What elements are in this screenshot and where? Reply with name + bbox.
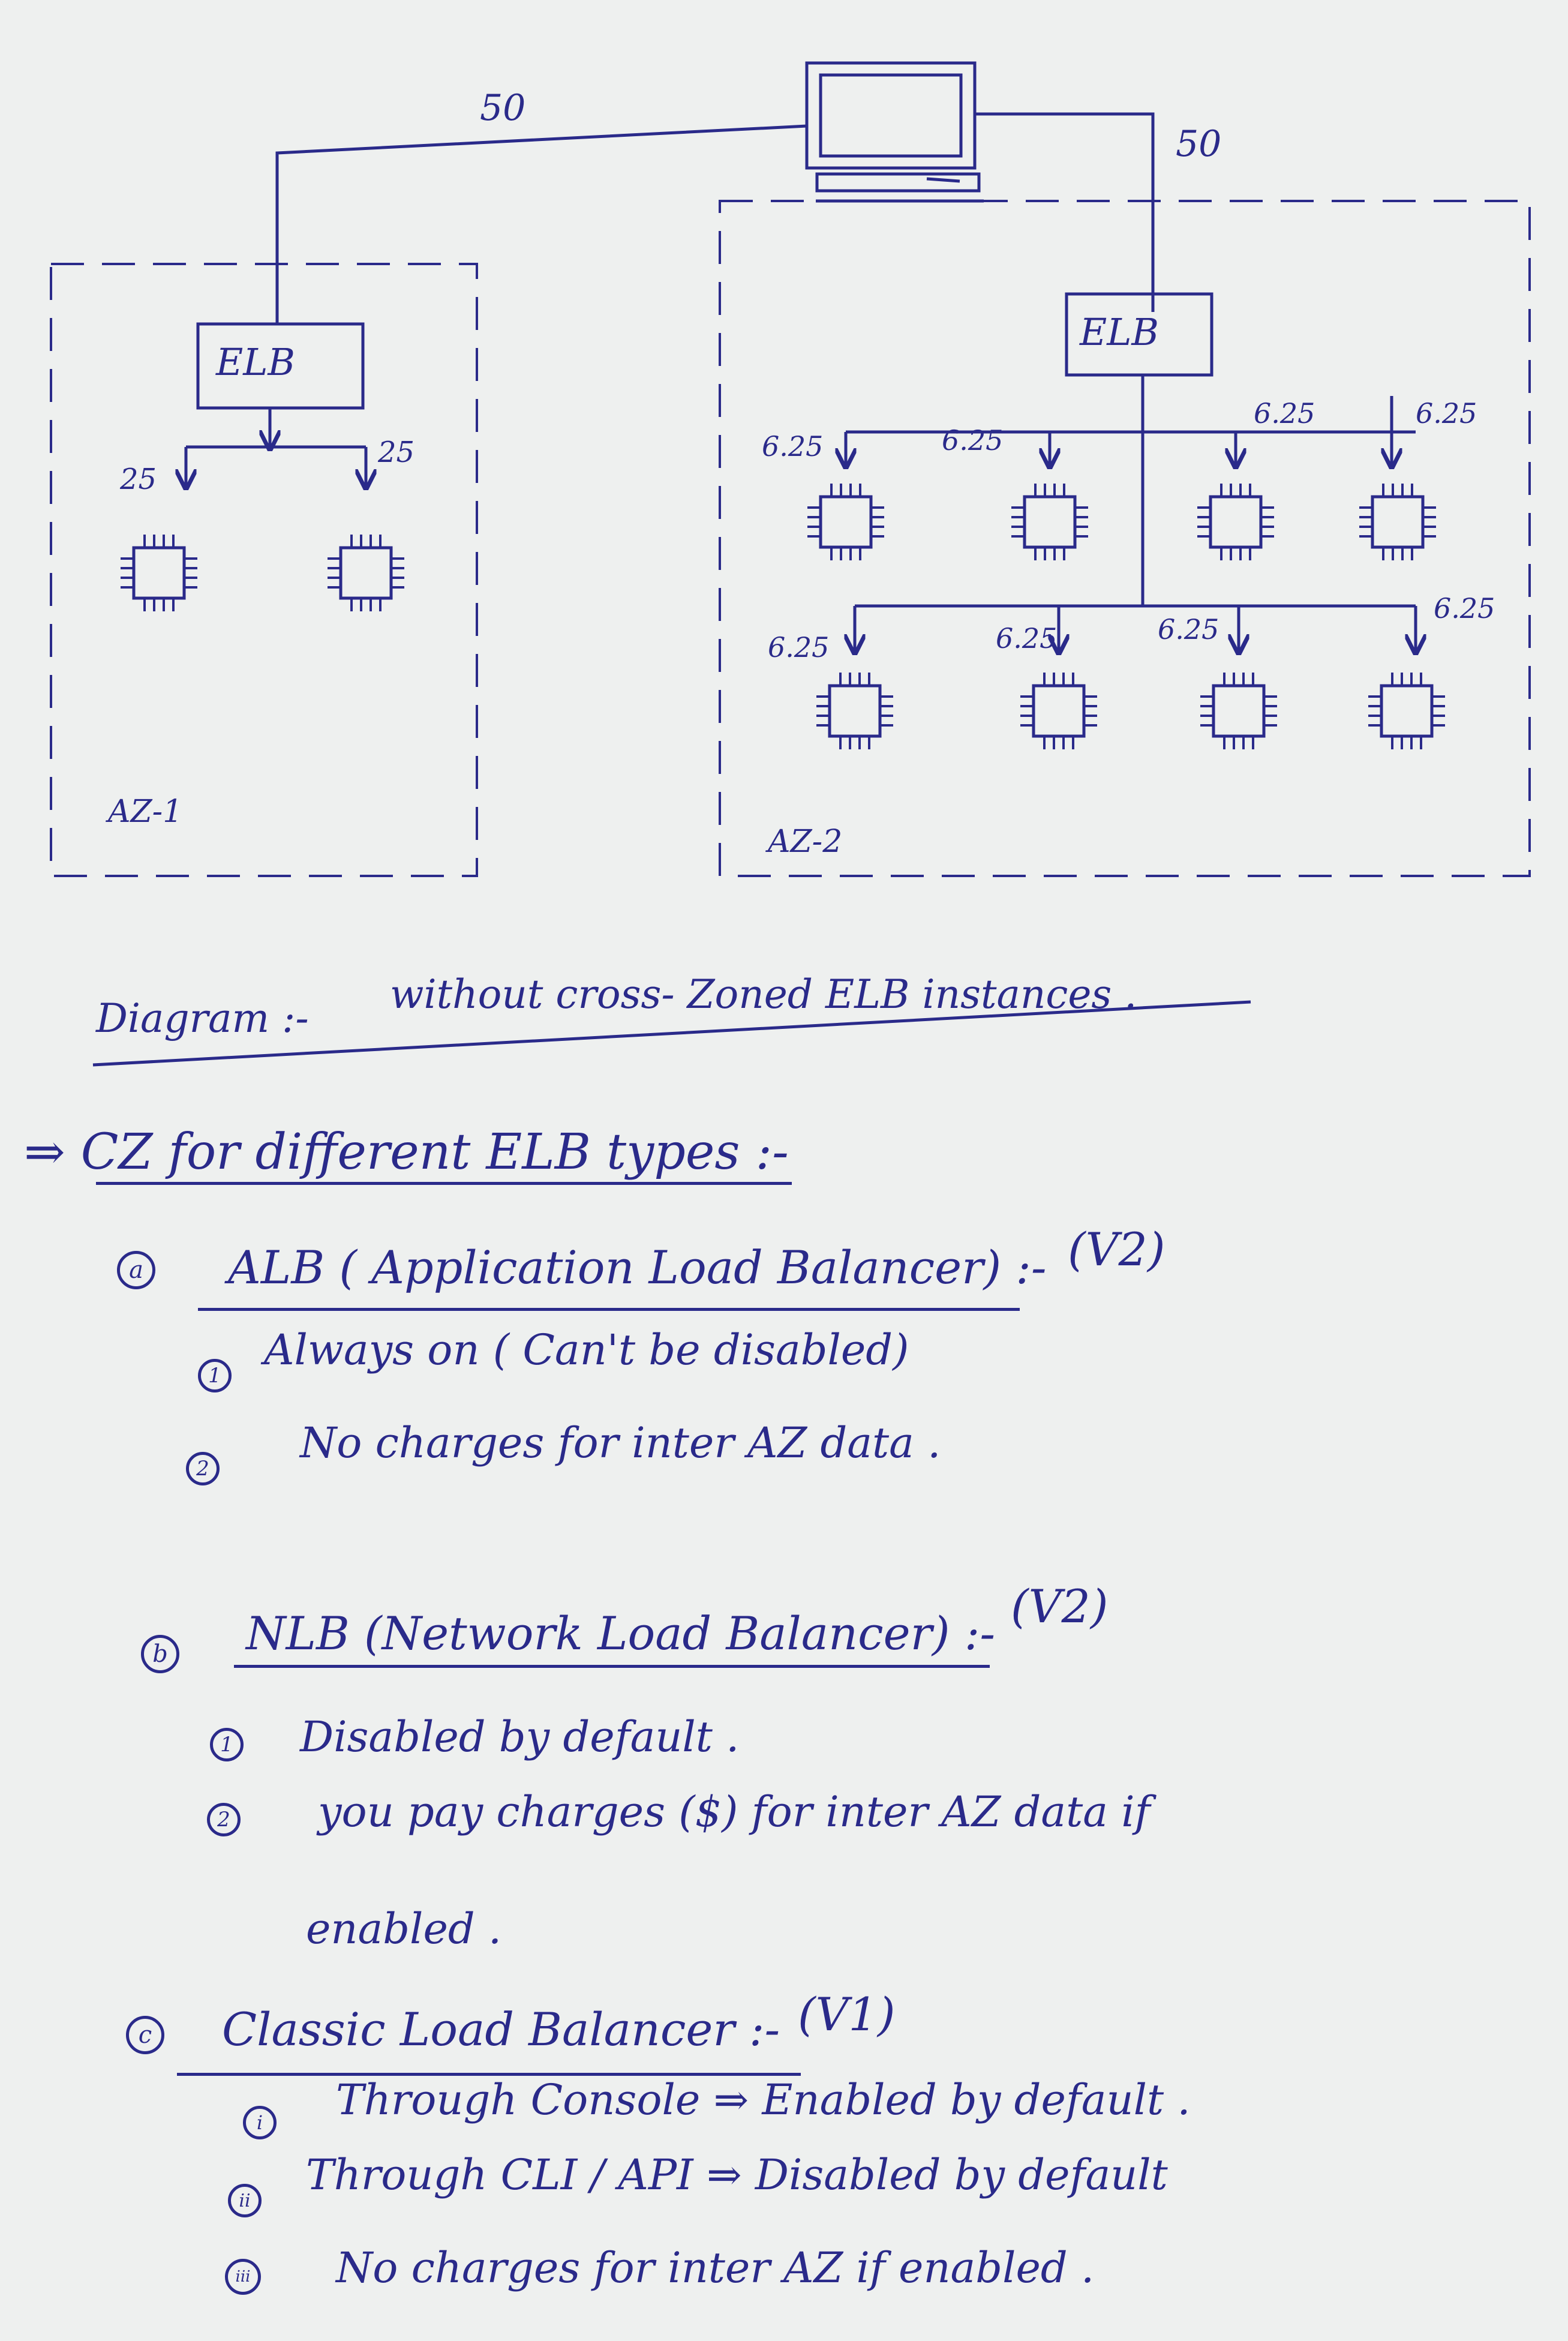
zone2-row1-label: 6.25 <box>1416 397 1477 430</box>
section-c-item-3: No charges for inter AZ if enabled . <box>336 2243 1095 2292</box>
section-b-item-marker: 2 <box>207 1803 241 1836</box>
section-a-item-marker: 2 <box>186 1452 220 1485</box>
section-b-item-1: Disabled by default . <box>300 1712 740 1761</box>
zone2-links <box>846 375 1416 651</box>
section-c-title: Classic Load Balancer :- <box>222 2003 780 2056</box>
link-label-left: 50 <box>480 87 525 129</box>
section-b-underline <box>234 1665 990 1668</box>
zone1-link-label: 25 <box>377 436 414 469</box>
section-a-item-2: No charges for inter AZ data . <box>300 1418 941 1467</box>
caption-underline <box>92 1000 1251 1067</box>
section-a-item-marker: 1 <box>198 1359 232 1392</box>
diagram-caption-prefix: Diagram :- <box>95 995 309 1042</box>
heading-underline <box>96 1182 792 1185</box>
notes-heading: ⇒ CZ for different ELB types :- <box>24 1124 789 1181</box>
section-a-version: (V2) <box>1068 1223 1166 1276</box>
section-b-item-marker: 1 <box>210 1728 244 1761</box>
diagram-caption: without cross- Zoned ELB instances . <box>390 971 1137 1018</box>
section-b-item-2: you pay charges ($) for inter AZ data if <box>318 1787 1151 1836</box>
zone1-link-label: 25 <box>119 463 157 496</box>
section-a-item-1: Always on ( Can't be disabled) <box>264 1325 909 1374</box>
section-b-marker: b <box>141 1635 179 1673</box>
zone2-row1-label: 6.25 <box>1254 397 1315 430</box>
zone2-row2-label: 6.25 <box>996 622 1057 655</box>
availability-zone-2-boundary <box>719 200 1531 877</box>
section-a-title: ALB ( Application Load Balancer) :- <box>228 1241 1047 1294</box>
zone2-row1-label: 6.25 <box>762 430 823 463</box>
zone1-links <box>186 408 366 486</box>
section-b-item-2-continuation: enabled . <box>306 1904 502 1953</box>
link-label-right: 50 <box>1176 123 1221 165</box>
section-c-marker: c <box>126 2016 164 2054</box>
section-c-underline <box>177 2073 801 2076</box>
section-b-title: NLB (Network Load Balancer) :- <box>246 1607 996 1660</box>
section-c-item-marker: ii <box>228 2184 262 2217</box>
zone1-label: AZ-1 <box>106 794 182 830</box>
zone2-row2-label: 6.25 <box>768 631 829 664</box>
zone2-label: AZ-2 <box>765 824 842 860</box>
section-c-item-2: Through CLI / API ⇒ Disabled by default <box>306 2150 1168 2199</box>
section-c-version: (V1) <box>798 1988 896 2041</box>
section-b-version: (V2) <box>1011 1580 1109 1633</box>
zone2-row1-label: 6.25 <box>942 424 1003 457</box>
zone1-elb-box <box>196 322 365 410</box>
section-c-item-1: Through Console ⇒ Enabled by default . <box>336 2075 1191 2124</box>
zone2-elb-box <box>1065 292 1213 377</box>
zone2-row2-label: 6.25 <box>1158 613 1219 646</box>
section-a-underline <box>198 1308 1020 1311</box>
section-a-marker: a <box>117 1251 155 1289</box>
section-c-item-marker: i <box>243 2106 277 2139</box>
zone1-elb-label: ELB <box>215 340 295 384</box>
zone2-elb-label: ELB <box>1079 310 1159 354</box>
load-balancer-diagram: 50 50 ELB 25 25 AZ-1 ELB 6.25 6.25 6.25 … <box>50 61 1531 1067</box>
zone2-row2-label: 6.25 <box>1434 592 1495 625</box>
availability-zone-1-boundary <box>50 263 478 877</box>
section-c-item-marker: iii <box>225 2259 261 2295</box>
top-links <box>275 112 1155 324</box>
